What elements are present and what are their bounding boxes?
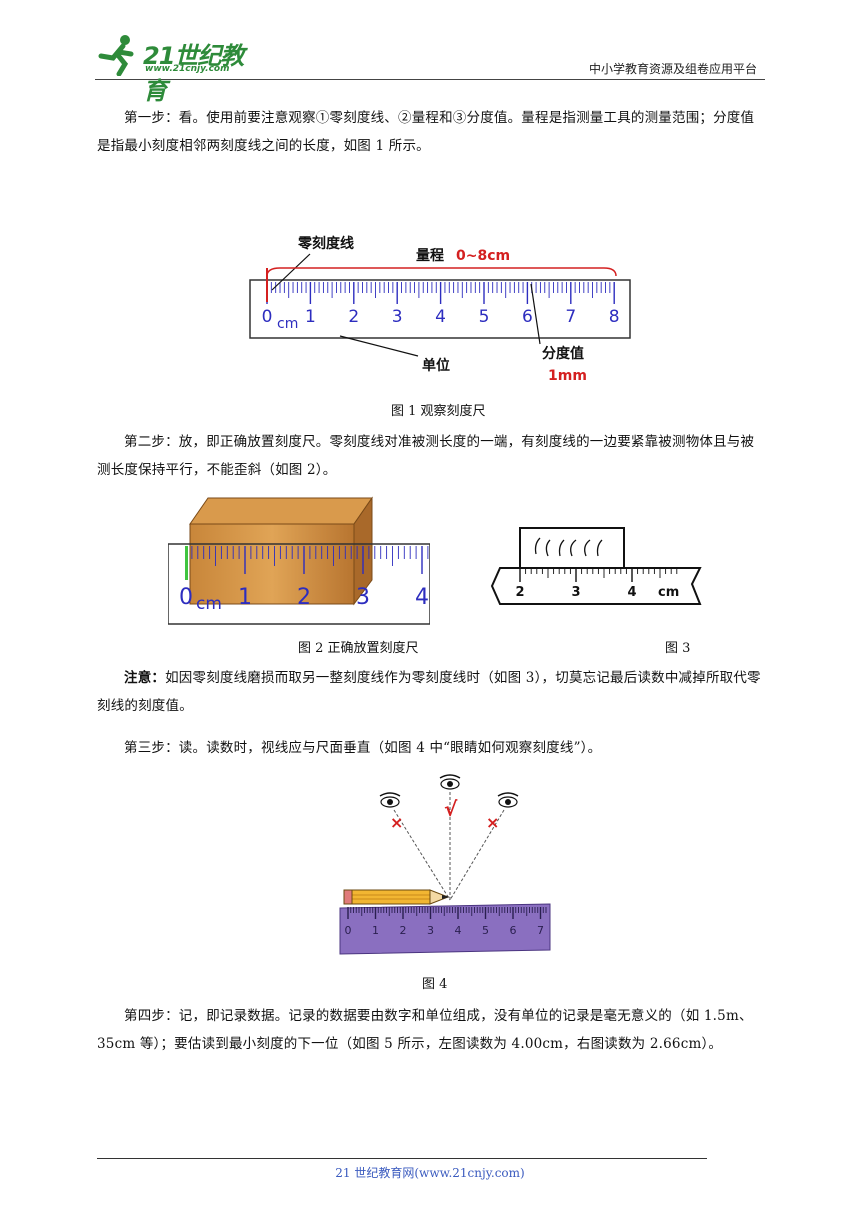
ruler-number: 2 bbox=[515, 585, 524, 600]
ruler-number: 4 bbox=[435, 307, 446, 327]
paragraph-step-4: 第四步：记，即记录数据。记录的数据要由数字和单位组成，没有单位的记录是毫无意义的… bbox=[97, 1008, 753, 1052]
ruler-number: 4 bbox=[455, 924, 462, 937]
ruler-number: 8 bbox=[609, 307, 620, 327]
ruler-number: 4 bbox=[415, 585, 429, 610]
page-header: 21世纪教育 www.21cnjy.com 中小学教育资源及组卷应用平台 bbox=[95, 28, 765, 105]
note-label: 注意： bbox=[124, 670, 166, 686]
footer-text: 21 世纪教育网(www.21cnjy.com) bbox=[335, 1166, 525, 1180]
runner-logo-icon bbox=[98, 35, 134, 77]
fig3-unit-text: cm bbox=[658, 585, 679, 600]
figure-4-eye-reading: × √ × 0 1 2 3 4 5 6 7 bbox=[339, 774, 551, 955]
header-platform-text: 中小学教育资源及组卷应用平台 bbox=[588, 62, 757, 76]
ruler-number: 3 bbox=[356, 585, 370, 610]
logo-text: 21世纪教育 bbox=[143, 42, 244, 105]
paragraph-step-1: 第一步：看。使用前要注意观察①零刻度线、②量程和③分度值。量程是指测量工具的测量… bbox=[97, 110, 755, 154]
ruler-number: 2 bbox=[348, 307, 359, 327]
ruler-number: 4 bbox=[627, 585, 636, 600]
fig1-label-unit: 单位 bbox=[422, 357, 450, 374]
ruler-number: 3 bbox=[571, 585, 580, 600]
ruler-number: 1 bbox=[305, 307, 316, 327]
paragraph-step-3: 第三步：读。读数时，视线应与尺面垂直（如图 4 中“眼睛如何观察刻度线”）。 bbox=[124, 740, 602, 756]
ruler-number: 0 bbox=[179, 585, 193, 610]
figure-1-caption: 图 1 观察刻度尺 bbox=[391, 404, 486, 419]
ruler-number: 6 bbox=[522, 307, 533, 327]
paragraph-step-2: 第二步：放，即正确放置刻度尺。零刻度线对准被测长度的一端，有刻度线的一边要紧靠被… bbox=[97, 434, 755, 478]
pencil-icon bbox=[343, 889, 450, 905]
check-mark: √ bbox=[444, 797, 458, 821]
fig1-label-range: 量程 bbox=[416, 248, 444, 264]
ruler-number: 7 bbox=[565, 307, 576, 327]
ruler-number: 3 bbox=[392, 307, 403, 327]
figure-3-caption: 图 3 bbox=[665, 641, 691, 656]
figure-2-block-on-ruler: 0 1 2 3 4 cm bbox=[168, 496, 430, 625]
fig2-unit-text: cm bbox=[196, 594, 222, 614]
fig1-label-division: 分度值 bbox=[542, 345, 584, 362]
ruler-number: 3 bbox=[427, 924, 434, 937]
figure-1-ruler: 0 1 2 3 4 5 6 7 8 cm 零刻度线 量程 0~8cm 单位 分度值 1mm bbox=[249, 235, 631, 384]
note-text: 如因零刻度线磨损而取另一整刻度线作为零刻度线时（如图 3），切莫忘记最后读数中减… bbox=[97, 670, 761, 714]
ruler-number: 2 bbox=[400, 924, 407, 937]
ruler-number: 0 bbox=[262, 307, 273, 327]
eye-left-icon bbox=[379, 792, 401, 808]
cross-left-mark: × bbox=[390, 813, 403, 832]
logo-url: www.21cnjy.com bbox=[145, 64, 230, 74]
eye-center-icon bbox=[439, 774, 461, 790]
figure-4-caption: 图 4 bbox=[422, 977, 448, 992]
ruler-number: 2 bbox=[297, 585, 311, 610]
ruler-number: 7 bbox=[537, 924, 544, 937]
figure-3-broken-ruler: 2 3 4 cm bbox=[490, 527, 702, 605]
fig1-label-range-value: 0~8cm bbox=[456, 248, 510, 264]
ruler-number: 1 bbox=[372, 924, 379, 937]
fig1-label-zero-line: 零刻度线 bbox=[297, 235, 354, 252]
fig1-unit-text: cm bbox=[277, 316, 298, 332]
figure-2-caption: 图 2 正确放置刻度尺 bbox=[298, 641, 419, 656]
footer-divider bbox=[97, 1158, 707, 1159]
ruler-number: 1 bbox=[238, 585, 252, 610]
logo: 21世纪教育 www.21cnjy.com bbox=[95, 32, 260, 105]
cross-right-mark: × bbox=[486, 813, 499, 832]
paragraph-note: 注意：如因零刻度线磨损而取另一整刻度线作为零刻度线时（如图 3），切莫忘记最后读… bbox=[97, 664, 765, 720]
fig1-label-division-value: 1mm bbox=[548, 368, 587, 384]
ruler-number: 5 bbox=[482, 924, 489, 937]
ruler-number: 6 bbox=[510, 924, 517, 937]
eye-right-icon bbox=[497, 792, 519, 808]
ruler-number: 0 bbox=[345, 924, 352, 937]
ruler-number: 5 bbox=[479, 307, 490, 327]
